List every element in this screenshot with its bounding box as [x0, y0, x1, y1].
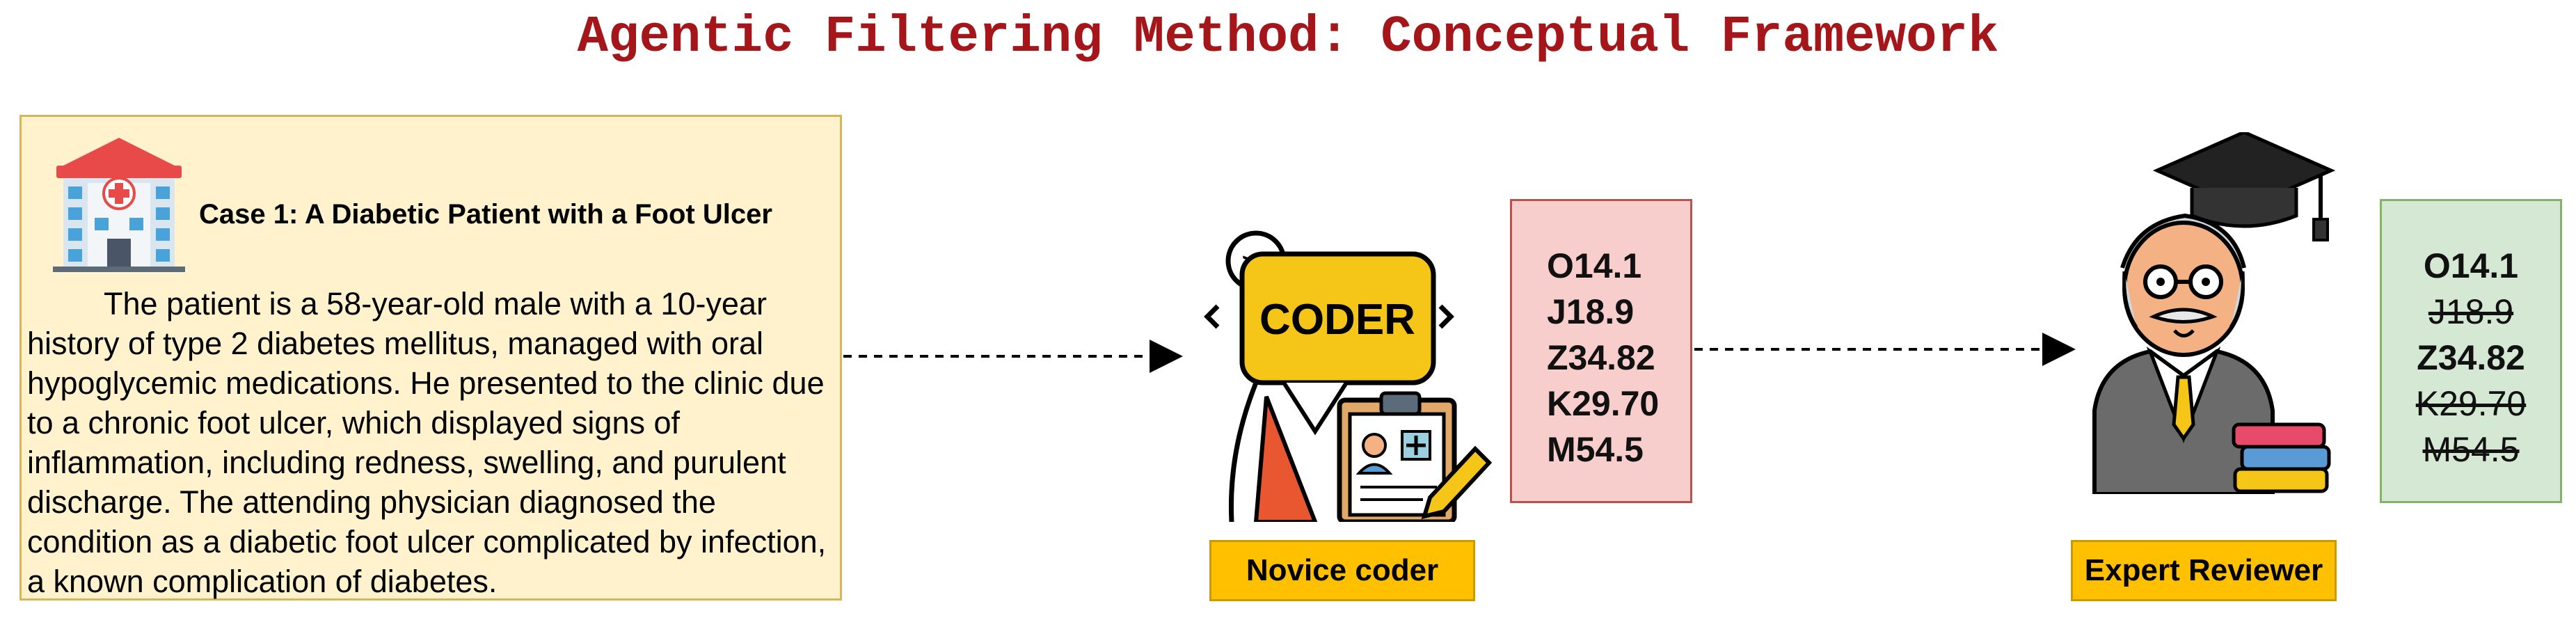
expert-code-kept: O14.1	[2423, 246, 2519, 285]
expert-code-kept: Z34.82	[2417, 338, 2525, 377]
expert-reviewer-label: Expert Reviewer	[2071, 540, 2337, 601]
coder-icon-text: CODER	[1259, 296, 1415, 344]
expert-code-rejected: J18.9	[2428, 292, 2514, 331]
diagram-title: Agentic Filtering Method: Conceptual Fra…	[577, 8, 1999, 67]
coder-icon: >_ CODER	[1204, 230, 1493, 522]
expert-code-list: O14.1 J18.9 Z34.82 K29.70 M54.5	[2382, 243, 2560, 472]
novice-code: O14.1	[1547, 246, 1642, 285]
hospital-icon	[53, 138, 185, 272]
expert-codes-box: O14.1 J18.9 Z34.82 K29.70 M54.5	[2380, 199, 2562, 503]
novice-codes-box: O14.1 J18.9 Z34.82 K29.70 M54.5	[1510, 199, 1692, 503]
novice-code-list: O14.1 J18.9 Z34.82 K29.70 M54.5	[1512, 243, 1690, 472]
case-panel: Case 1: A Diabetic Patient with a Foot U…	[19, 115, 842, 601]
case-title: Case 1: A Diabetic Patient with a Foot U…	[199, 199, 772, 230]
expert-code-rejected: K29.70	[2415, 384, 2527, 423]
novice-coder-label: Novice coder	[1209, 540, 1475, 601]
professor-icon	[2092, 132, 2336, 494]
novice-code: M54.5	[1547, 430, 1644, 469]
novice-code: J18.9	[1547, 292, 1635, 331]
novice-code: K29.70	[1547, 384, 1660, 423]
novice-code: Z34.82	[1547, 338, 1655, 377]
expert-code-rejected: M54.5	[2422, 430, 2520, 469]
case-description: The patient is a 58-year-old male with a…	[27, 286, 827, 599]
